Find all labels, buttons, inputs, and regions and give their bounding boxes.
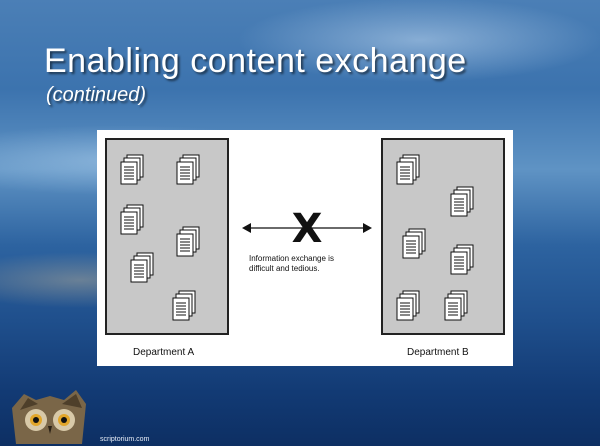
document-stack-icon	[402, 228, 426, 259]
message-line-1: Information exchange is	[249, 254, 334, 263]
document-stack-icon	[130, 252, 154, 283]
document-stack-icon	[172, 290, 196, 321]
document-stack-icon	[396, 154, 420, 185]
cross-icon: X	[292, 210, 323, 252]
slide-subtitle: (continued)	[46, 84, 147, 106]
slide-title: Enabling content exchange	[44, 42, 467, 80]
document-stack-icon	[450, 186, 474, 217]
exchange-diagram: X Information exchange is difficult and …	[97, 130, 513, 366]
document-stack-icon	[444, 290, 468, 321]
document-stack-icon	[176, 154, 200, 185]
document-stack-icon	[396, 290, 420, 321]
document-stack-icon	[120, 204, 144, 235]
department-a-label: Department A	[133, 347, 195, 358]
blocked-exchange-arrow: X	[242, 210, 372, 252]
footer-website: scriptorium.com	[100, 436, 150, 443]
document-stack-icon	[450, 244, 474, 275]
department-a-box	[105, 138, 229, 335]
owl-logo-icon	[12, 390, 86, 444]
message-line-2: difficult and tedious.	[249, 264, 320, 273]
document-stack-icon	[120, 154, 144, 185]
department-b-box	[381, 138, 505, 335]
document-stack-icon	[176, 226, 200, 257]
exchange-message: Information exchange is difficult and te…	[249, 254, 369, 274]
department-b-label: Department B	[407, 347, 469, 358]
